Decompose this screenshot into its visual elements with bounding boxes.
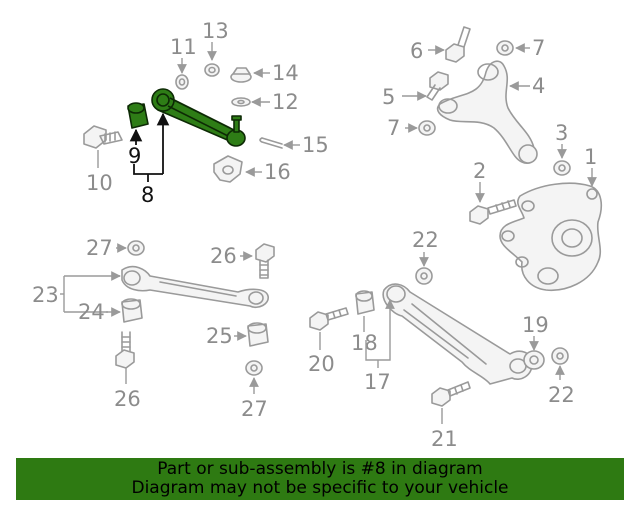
callout-26a: 26 bbox=[210, 244, 237, 268]
part-24-bushing[interactable] bbox=[121, 298, 143, 323]
part-7-nut-upper[interactable] bbox=[496, 40, 514, 56]
part-27-bushing-top[interactable] bbox=[127, 240, 145, 256]
part-10-bolt[interactable] bbox=[83, 125, 123, 168]
part-13-nut[interactable] bbox=[204, 63, 220, 77]
callout-5: 5 bbox=[382, 85, 395, 109]
callout-26b: 26 bbox=[114, 387, 141, 411]
part-3-nut[interactable] bbox=[553, 160, 571, 176]
part-26-bolt-bottom[interactable] bbox=[115, 331, 135, 369]
part-22-bushing-top[interactable] bbox=[415, 267, 433, 285]
callout-22a: 22 bbox=[412, 228, 439, 252]
part-20-bolt[interactable] bbox=[309, 307, 349, 331]
part-19-bushing[interactable] bbox=[523, 350, 545, 370]
part-22-bushing-bottom[interactable] bbox=[551, 347, 569, 365]
callout-10: 10 bbox=[86, 171, 113, 195]
part-4-upper-control-arm[interactable] bbox=[436, 60, 538, 164]
part-1-knuckle[interactable] bbox=[499, 182, 603, 292]
part-9-bushing[interactable] bbox=[127, 102, 149, 129]
part-26-bolt-top[interactable] bbox=[255, 243, 275, 279]
callout-17: 17 bbox=[364, 370, 391, 394]
callout-1: 1 bbox=[584, 145, 597, 169]
callout-14: 14 bbox=[272, 61, 299, 85]
callout-4: 4 bbox=[532, 74, 545, 98]
banner-line-2: Diagram may not be specific to your vehi… bbox=[131, 478, 509, 498]
callout-7b: 7 bbox=[387, 116, 400, 140]
callout-25: 25 bbox=[206, 324, 233, 348]
part-21-bolt[interactable] bbox=[431, 381, 471, 407]
callout-27b: 27 bbox=[241, 397, 268, 421]
callout-15: 15 bbox=[302, 133, 329, 157]
callout-2: 2 bbox=[473, 159, 486, 183]
part-23-lower-arm[interactable] bbox=[121, 265, 269, 309]
callout-24: 24 bbox=[78, 300, 105, 324]
callout-16: 16 bbox=[264, 160, 291, 184]
part-7-nut-lower[interactable] bbox=[418, 120, 436, 136]
part-14-flange-nut[interactable] bbox=[230, 67, 252, 83]
callout-13: 13 bbox=[202, 19, 229, 43]
part-11-washer[interactable] bbox=[175, 74, 189, 90]
part-18-bushing[interactable] bbox=[355, 290, 375, 315]
banner-line-1: Part or sub-assembly is #8 in diagram bbox=[157, 459, 483, 479]
part-6-bolt[interactable] bbox=[445, 26, 471, 63]
callout-22b: 22 bbox=[548, 383, 575, 407]
part-25-bushing[interactable] bbox=[247, 322, 269, 347]
callout-7a: 7 bbox=[532, 36, 545, 60]
part-2-bolt[interactable] bbox=[469, 199, 517, 225]
callout-20: 20 bbox=[308, 352, 335, 376]
callout-8: 8 bbox=[141, 183, 154, 207]
callout-19: 19 bbox=[522, 313, 549, 337]
part-17-trailing-arm[interactable] bbox=[382, 283, 533, 385]
part-12-washer[interactable] bbox=[231, 97, 251, 107]
part-8-lateral-link[interactable] bbox=[151, 88, 246, 147]
callout-23: 23 bbox=[32, 283, 59, 307]
callout-12: 12 bbox=[272, 90, 299, 114]
callout-21: 21 bbox=[431, 427, 458, 451]
part-15-cotter-pin[interactable] bbox=[259, 137, 283, 149]
callout-3: 3 bbox=[555, 121, 568, 145]
part-5-bolt[interactable] bbox=[426, 71, 449, 101]
callout-27a: 27 bbox=[86, 236, 113, 260]
callout-9: 9 bbox=[128, 144, 141, 168]
part-27-bushing-bottom[interactable] bbox=[245, 360, 263, 376]
info-banner: Part or sub-assembly is #8 in diagram Di… bbox=[16, 458, 624, 500]
callout-18: 18 bbox=[351, 331, 378, 355]
callout-6: 6 bbox=[410, 39, 423, 63]
part-16-bracket[interactable] bbox=[213, 155, 243, 183]
callout-11: 11 bbox=[170, 35, 197, 59]
